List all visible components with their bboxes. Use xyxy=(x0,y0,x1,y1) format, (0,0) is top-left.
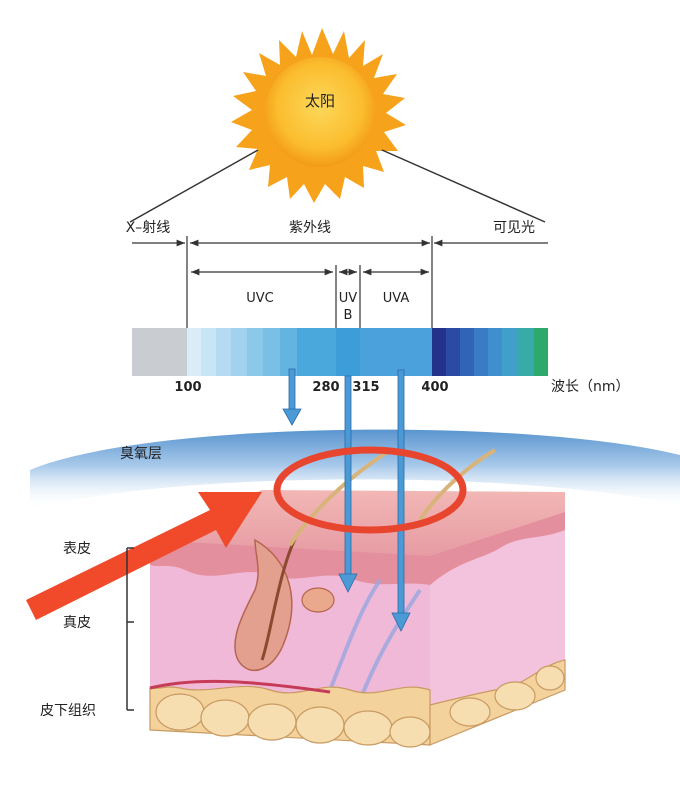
uva-arrow xyxy=(391,369,411,632)
dermis-label: 真皮 xyxy=(63,615,91,631)
xray-label: X–射线 xyxy=(126,220,171,236)
sun: 太阳 xyxy=(231,28,406,203)
epidermis-band xyxy=(150,540,430,585)
skin-cross-section xyxy=(149,448,566,748)
epidermis-label: 表皮 xyxy=(63,541,91,557)
highlight-ellipse xyxy=(273,446,467,534)
uvc-label: UVC xyxy=(246,291,274,306)
sun-label: 太阳 xyxy=(305,92,335,110)
uvb-label-line2: B xyxy=(344,308,353,323)
tick-280: 280 xyxy=(312,380,339,395)
hair-strand xyxy=(288,448,392,547)
light-cone-left xyxy=(129,149,259,223)
epidermis-top xyxy=(150,490,565,560)
tick-315: 315 xyxy=(352,380,379,395)
subcutis-label: 皮下组织 xyxy=(40,703,96,719)
light-cone-right xyxy=(381,149,546,223)
subcutaneous-fat xyxy=(149,659,566,748)
layer-bracket xyxy=(126,547,134,711)
tick-400: 400 xyxy=(421,380,448,395)
uv-ray-arrows xyxy=(282,368,411,632)
ozone-label: 臭氧层 xyxy=(120,446,162,462)
ozone-layer: 臭氧层 xyxy=(30,429,680,510)
hair-follicle xyxy=(234,538,293,671)
visible-light-label: 可见光 xyxy=(493,220,535,236)
spectrum-bar xyxy=(132,328,548,376)
wavelength-unit-label: 波长（nm） xyxy=(551,379,630,395)
pointer-arrow xyxy=(26,492,262,620)
uv-label: 紫外线 xyxy=(289,220,331,236)
uva-label: UVA xyxy=(383,291,410,306)
blood-vessel xyxy=(328,578,422,701)
uvb-arrow xyxy=(338,375,358,593)
wavelength-ticks: 100 280 315 400 波长（nm） xyxy=(174,379,629,395)
sun-disc xyxy=(265,57,375,167)
tick-100: 100 xyxy=(174,380,201,395)
uvb-label-line1: UV xyxy=(339,291,358,306)
uvc-arrow xyxy=(282,368,302,426)
